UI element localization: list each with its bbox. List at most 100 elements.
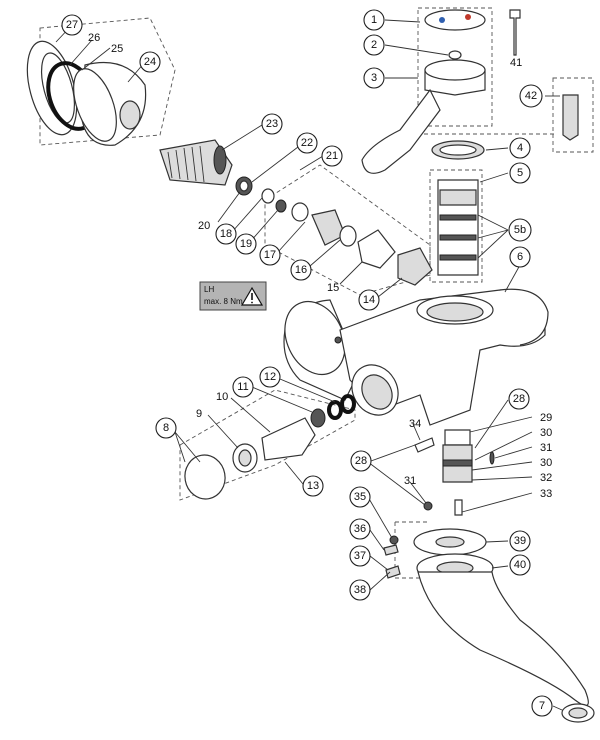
svg-text:21: 21 (326, 150, 338, 162)
callout-42: 42 (519, 84, 543, 108)
svg-text:34: 34 (409, 418, 421, 430)
label-33: 33 (540, 488, 552, 500)
svg-text:42: 42 (525, 90, 537, 102)
callout-1: 1 (363, 9, 385, 31)
svg-text:4: 4 (517, 142, 523, 154)
svg-text:35: 35 (354, 491, 366, 503)
callout-21: 21 (321, 145, 343, 167)
callout-19: 19 (235, 233, 257, 255)
svg-text:6: 6 (517, 251, 523, 263)
callout-8: 8 (155, 417, 177, 439)
callout-5b: 5b (508, 218, 532, 242)
svg-text:29: 29 (540, 412, 552, 424)
callout-6: 6 (509, 246, 531, 268)
svg-text:8: 8 (163, 422, 169, 434)
callout-28-top: 28 (508, 388, 530, 410)
callouts: 1 2 3 4 5 5b 6 7 8 9 10 11 12 13 14 (61, 9, 553, 717)
label-34: 34 (409, 418, 421, 430)
svg-text:14: 14 (363, 294, 375, 306)
callout-28-left: 28 (350, 450, 372, 472)
callout-38: 38 (349, 579, 371, 601)
svg-text:20: 20 (198, 220, 210, 232)
callout-3: 3 (363, 67, 385, 89)
svg-text:30: 30 (540, 427, 552, 439)
svg-text:40: 40 (514, 559, 526, 571)
svg-text:31: 31 (404, 475, 416, 487)
warning-line-1: LH (204, 285, 214, 294)
callout-22: 22 (296, 132, 318, 154)
svg-text:7: 7 (539, 700, 545, 712)
label-30-lower: 30 (540, 457, 552, 469)
svg-text:36: 36 (354, 523, 366, 535)
svg-text:30: 30 (540, 457, 552, 469)
svg-text:16: 16 (295, 264, 307, 276)
svg-text:27: 27 (66, 19, 78, 31)
torque-warning-label: LH max. 8 Nm (199, 281, 267, 311)
svg-text:15: 15 (327, 282, 339, 294)
callout-23: 23 (261, 113, 283, 135)
label-20: 20 (198, 220, 210, 232)
callout-18: 18 (215, 223, 237, 245)
spout-group (383, 528, 595, 723)
callout-13: 13 (302, 475, 324, 497)
svg-text:37: 37 (354, 550, 366, 562)
callout-36: 36 (349, 518, 371, 540)
svg-text:31: 31 (540, 442, 552, 454)
leader-lines (55, 19, 563, 711)
svg-text:41: 41 (510, 57, 522, 69)
callout-40: 40 (509, 554, 531, 576)
svg-text:19: 19 (240, 238, 252, 250)
svg-text:1: 1 (371, 14, 377, 26)
label-25: 25 (111, 43, 123, 55)
callout-39: 39 (509, 530, 531, 552)
callout-7: 7 (531, 695, 553, 717)
svg-text:13: 13 (307, 480, 319, 492)
label-31-left: 31 (404, 475, 416, 487)
svg-text:23: 23 (266, 118, 278, 130)
warning-triangle-icon (240, 286, 264, 306)
svg-text:2: 2 (371, 39, 377, 51)
svg-text:22: 22 (301, 137, 313, 149)
callout-2: 2 (363, 34, 385, 56)
svg-text:10: 10 (216, 391, 228, 403)
callout-14: 14 (358, 289, 380, 311)
svg-text:28: 28 (355, 455, 367, 467)
rosette-assembly (26, 40, 147, 146)
callout-35: 35 (349, 486, 371, 508)
svg-text:5: 5 (517, 167, 523, 179)
cartridge-subparts (235, 176, 433, 286)
diverter-group (414, 429, 495, 516)
svg-text:39: 39 (514, 535, 526, 547)
callout-37: 37 (349, 545, 371, 567)
label-9: 9 (196, 408, 202, 420)
warning-line-2: max. 8 Nm (204, 297, 243, 306)
left-valve-group (184, 394, 356, 500)
svg-text:38: 38 (354, 584, 366, 596)
label-26: 26 (88, 32, 100, 44)
svg-text:26: 26 (88, 32, 100, 44)
svg-text:17: 17 (264, 249, 276, 261)
svg-text:24: 24 (144, 56, 156, 68)
callout-12: 12 (259, 366, 281, 388)
svg-text:33: 33 (540, 488, 552, 500)
label-41: 41 (510, 57, 522, 69)
svg-text:18: 18 (220, 228, 232, 240)
label-30-upper: 30 (540, 427, 552, 439)
callout-5: 5 (509, 162, 531, 184)
svg-text:11: 11 (237, 381, 248, 393)
svg-text:32: 32 (540, 472, 552, 484)
callout-27: 27 (61, 14, 83, 36)
svg-text:25: 25 (111, 43, 123, 55)
label-32: 32 (540, 472, 552, 484)
cartridge-5 (431, 140, 485, 276)
valve-body-6 (283, 288, 549, 426)
label-15: 15 (327, 282, 339, 294)
callout-4: 4 (509, 137, 531, 159)
callout-17: 17 (259, 244, 281, 266)
callout-11: 11 (232, 376, 254, 398)
callout-24: 24 (139, 51, 161, 73)
svg-text:5b: 5b (514, 224, 526, 236)
handle-assembly (361, 9, 579, 174)
spindle-23 (159, 139, 233, 186)
